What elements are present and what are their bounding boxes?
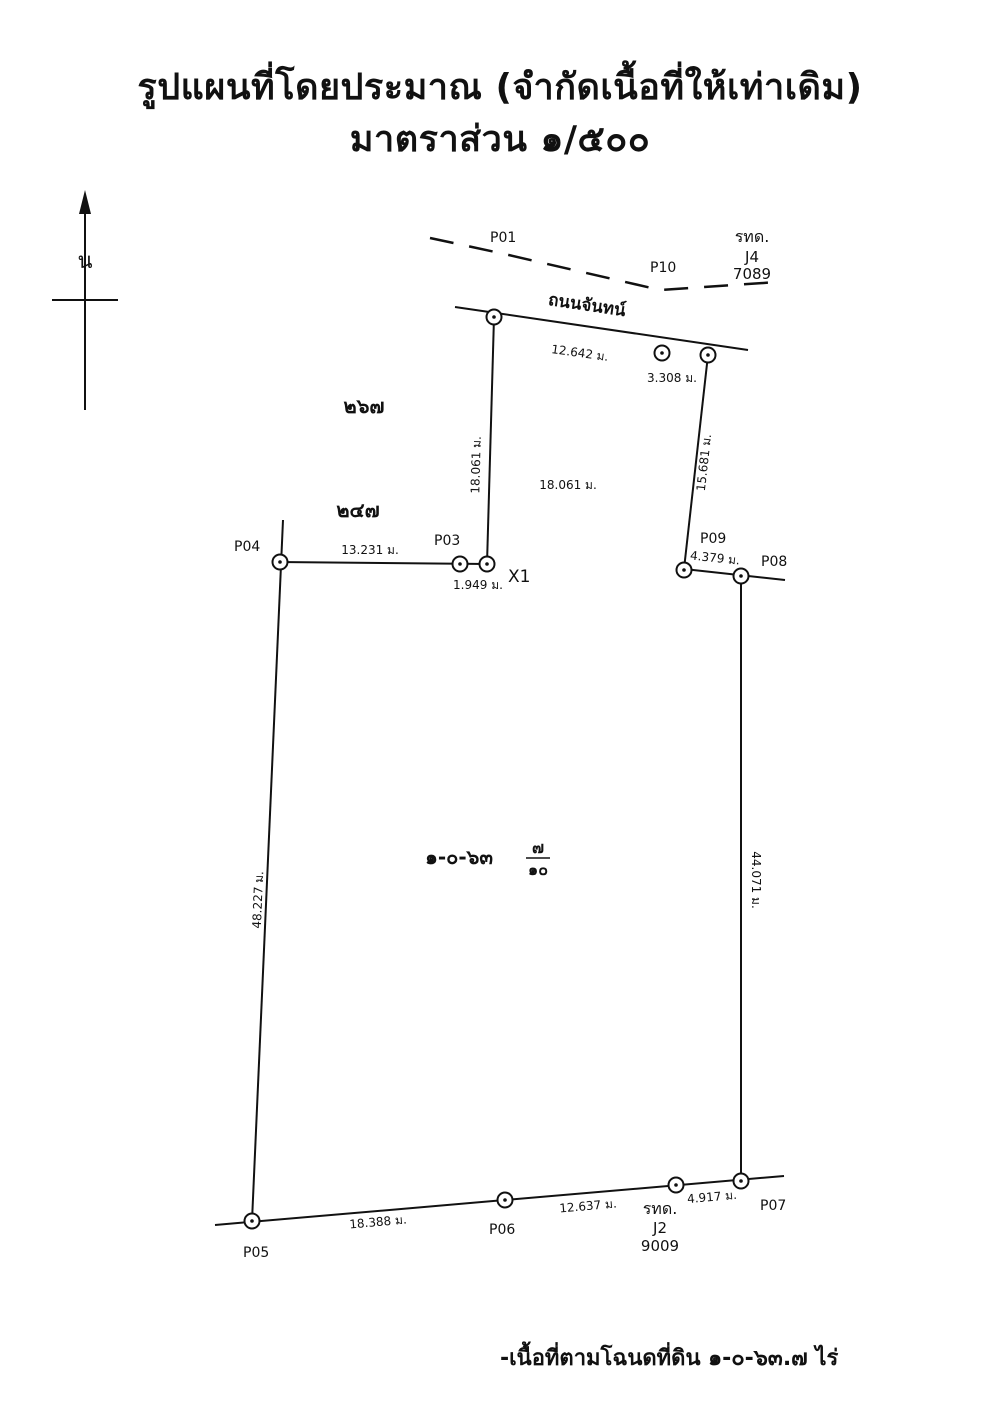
benchmark-bottom-line3: 9009 [641, 1237, 679, 1255]
point-label-p10: P10 [650, 260, 676, 276]
dim-right-vertical: 15.681 ม. [694, 433, 714, 492]
dim-p03-x1: 1.949 ม. [453, 578, 503, 592]
benchmark-top-line2: J4 [744, 248, 759, 266]
dim-south-2: 12.637 ม. [559, 1197, 618, 1216]
dim-top-left: 12.642 ม. [550, 342, 609, 364]
parcel-area: ๑-๐-๖๓ ๗ ๑๐ [425, 838, 550, 879]
road-line [454, 306, 749, 351]
benchmark-bottom-line2: J2 [652, 1219, 667, 1237]
neighbor-lot-west: ๒๔๗ [336, 498, 379, 522]
point-label-p09: P09 [700, 531, 726, 547]
survey-marker-x1 [478, 555, 496, 573]
dim-east: 44.071 ม. [749, 851, 763, 909]
map-title: รูปแผนที่โดยประมาณ (จำกัดเนื้อที่ให้เท่า… [137, 67, 863, 108]
survey-marker-p11 [653, 344, 671, 362]
point-label-x1: X1 [508, 567, 530, 587]
benchmark-top: รทด. J4 7089 [733, 227, 771, 283]
road-name: ถนนจันทน์ [547, 289, 628, 321]
benchmark-bottom-line1: รทด. [643, 1199, 678, 1218]
point-label-p06: P06 [489, 1222, 515, 1238]
dim-top-right: 3.308 ม. [647, 371, 697, 385]
dim-south-3: 4.917 ม. [687, 1188, 738, 1206]
point-label-p03: P03 [434, 533, 460, 549]
benchmark-bottom: รทด. J2 9009 [641, 1199, 679, 1255]
benchmark-top-line3: 7089 [733, 265, 771, 283]
survey-marker-p06 [496, 1191, 514, 1209]
survey-marker-p03 [451, 555, 469, 573]
survey-marker-p02 [485, 308, 503, 326]
dim-left-vertical: 18.061 ม. [468, 436, 484, 494]
dim-p09-p08: 4.379 ม. [689, 548, 740, 567]
north-label: น [77, 249, 92, 274]
survey-marker-j2 [667, 1176, 685, 1194]
point-label-p04: P04 [234, 539, 260, 555]
north-arrow-icon [52, 190, 118, 410]
dim-south-1: 18.388 ม. [349, 1213, 408, 1232]
survey-marker-p12 [699, 346, 717, 364]
point-label-p08: P08 [761, 554, 787, 570]
survey-marker-p05 [243, 1212, 261, 1230]
dim-west: 48.227 ม. [250, 871, 266, 929]
map-scale: มาตราส่วน ๑/๕๐๐ [349, 119, 651, 160]
dashed-reference-line [429, 236, 779, 292]
area-fraction-numerator: ๗ [532, 838, 544, 857]
neighbor-lot-north-west: ๒๖๗ [344, 394, 385, 418]
point-label-p01: P01 [490, 230, 516, 246]
area-fraction-denominator: ๑๐ [528, 860, 548, 879]
survey-marker-p08 [732, 567, 750, 585]
deed-area-note: -เนื้อที่ตามโฉนดที่ดิน ๑-๐-๖๓.๗ ไร่ [500, 1346, 839, 1371]
survey-marker-p09 [675, 561, 693, 579]
dim-inner-vertical: 18.061 ม. [539, 478, 597, 492]
point-label-p05: P05 [243, 1245, 269, 1261]
benchmark-top-line1: รทด. [735, 227, 770, 246]
survey-marker-p04 [271, 553, 289, 571]
area-main: ๑-๐-๖๓ [425, 845, 493, 869]
survey-marker-p07 [732, 1172, 750, 1190]
point-label-p07: P07 [760, 1198, 786, 1214]
dim-p04-p03: 13.231 ม. [341, 543, 399, 557]
